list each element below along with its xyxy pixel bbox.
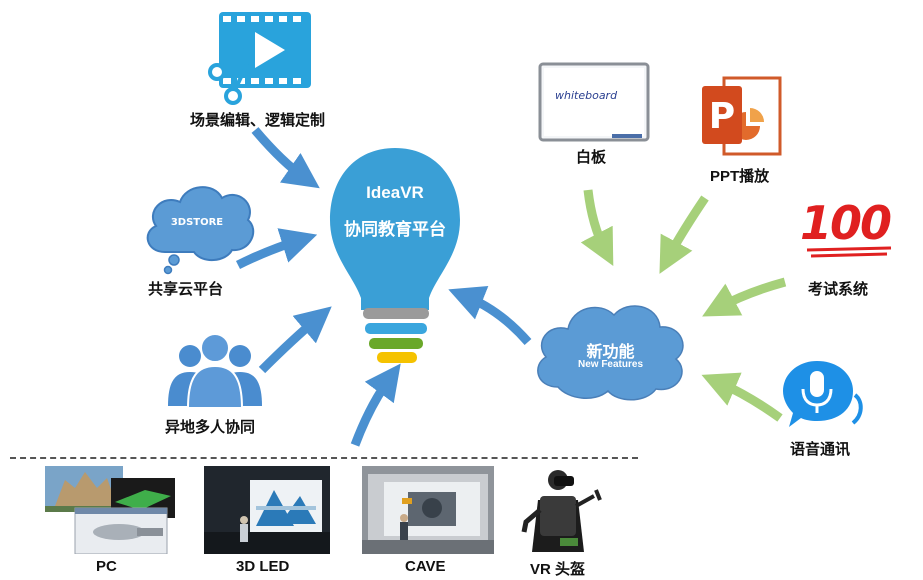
arrow-cloud-to-bulb — [235, 228, 318, 270]
whiteboard-icon — [538, 62, 650, 142]
label-device-vr: VR 头盔 — [530, 561, 586, 578]
bulb-band-gray — [363, 308, 429, 319]
microphone-icon — [783, 361, 863, 427]
cloud-icon — [146, 186, 255, 275]
arrow-edit-to-bulb — [251, 127, 320, 189]
bulb-band-blue — [365, 323, 427, 334]
svg-text:P: P — [709, 96, 735, 137]
arrow-whiteboard-to-cloud — [580, 189, 614, 266]
label-remote-collab: 异地多人协同 — [165, 419, 256, 436]
video-edit-icon — [208, 12, 311, 105]
features-cloud — [537, 305, 684, 401]
bulb-band-yellow — [377, 352, 417, 363]
center-title: IdeaVR — [366, 183, 424, 202]
vr-photo — [520, 466, 604, 554]
features-title: 新功能 — [586, 344, 635, 361]
label-exam: 考试系统 — [808, 281, 869, 298]
label-device-led: 3D LED — [236, 558, 290, 575]
people-icon — [168, 333, 262, 408]
label-device-pc: PC — [96, 558, 117, 575]
led-photo — [204, 466, 330, 554]
arrow-voice-to-cloud — [701, 372, 783, 422]
arrow-exam-to-cloud — [702, 277, 787, 317]
arrow-ppt-to-cloud — [659, 195, 709, 274]
label-device-cave: CAVE — [405, 558, 446, 575]
score-100-icon: 100 — [800, 196, 892, 250]
score-underline — [806, 246, 892, 258]
arrow-devices-to-bulb — [350, 363, 401, 447]
powerpoint-icon: P — [702, 76, 782, 156]
label-ppt: PPT播放 — [710, 168, 770, 185]
cloud-badge: 3DSTORE — [170, 217, 224, 228]
pc-photo — [45, 466, 175, 554]
bulb-band-green — [369, 338, 423, 349]
dashed-separator — [10, 457, 638, 459]
label-shared-cloud: 共享云平台 — [148, 281, 224, 298]
cave-photo — [362, 466, 494, 554]
label-scene-edit: 场景编辑、逻辑定制 — [190, 112, 326, 129]
idea-bulb — [330, 148, 460, 363]
arrow-people-to-bulb — [258, 306, 332, 374]
features-subtitle: New Features — [577, 359, 644, 370]
label-whiteboard: 白板 — [576, 149, 607, 166]
center-subtitle: 协同教育平台 — [344, 220, 446, 239]
whiteboard-text: whiteboard — [555, 89, 618, 102]
label-voice: 语音通讯 — [790, 441, 851, 458]
arrow-features-to-bulb — [448, 285, 532, 345]
